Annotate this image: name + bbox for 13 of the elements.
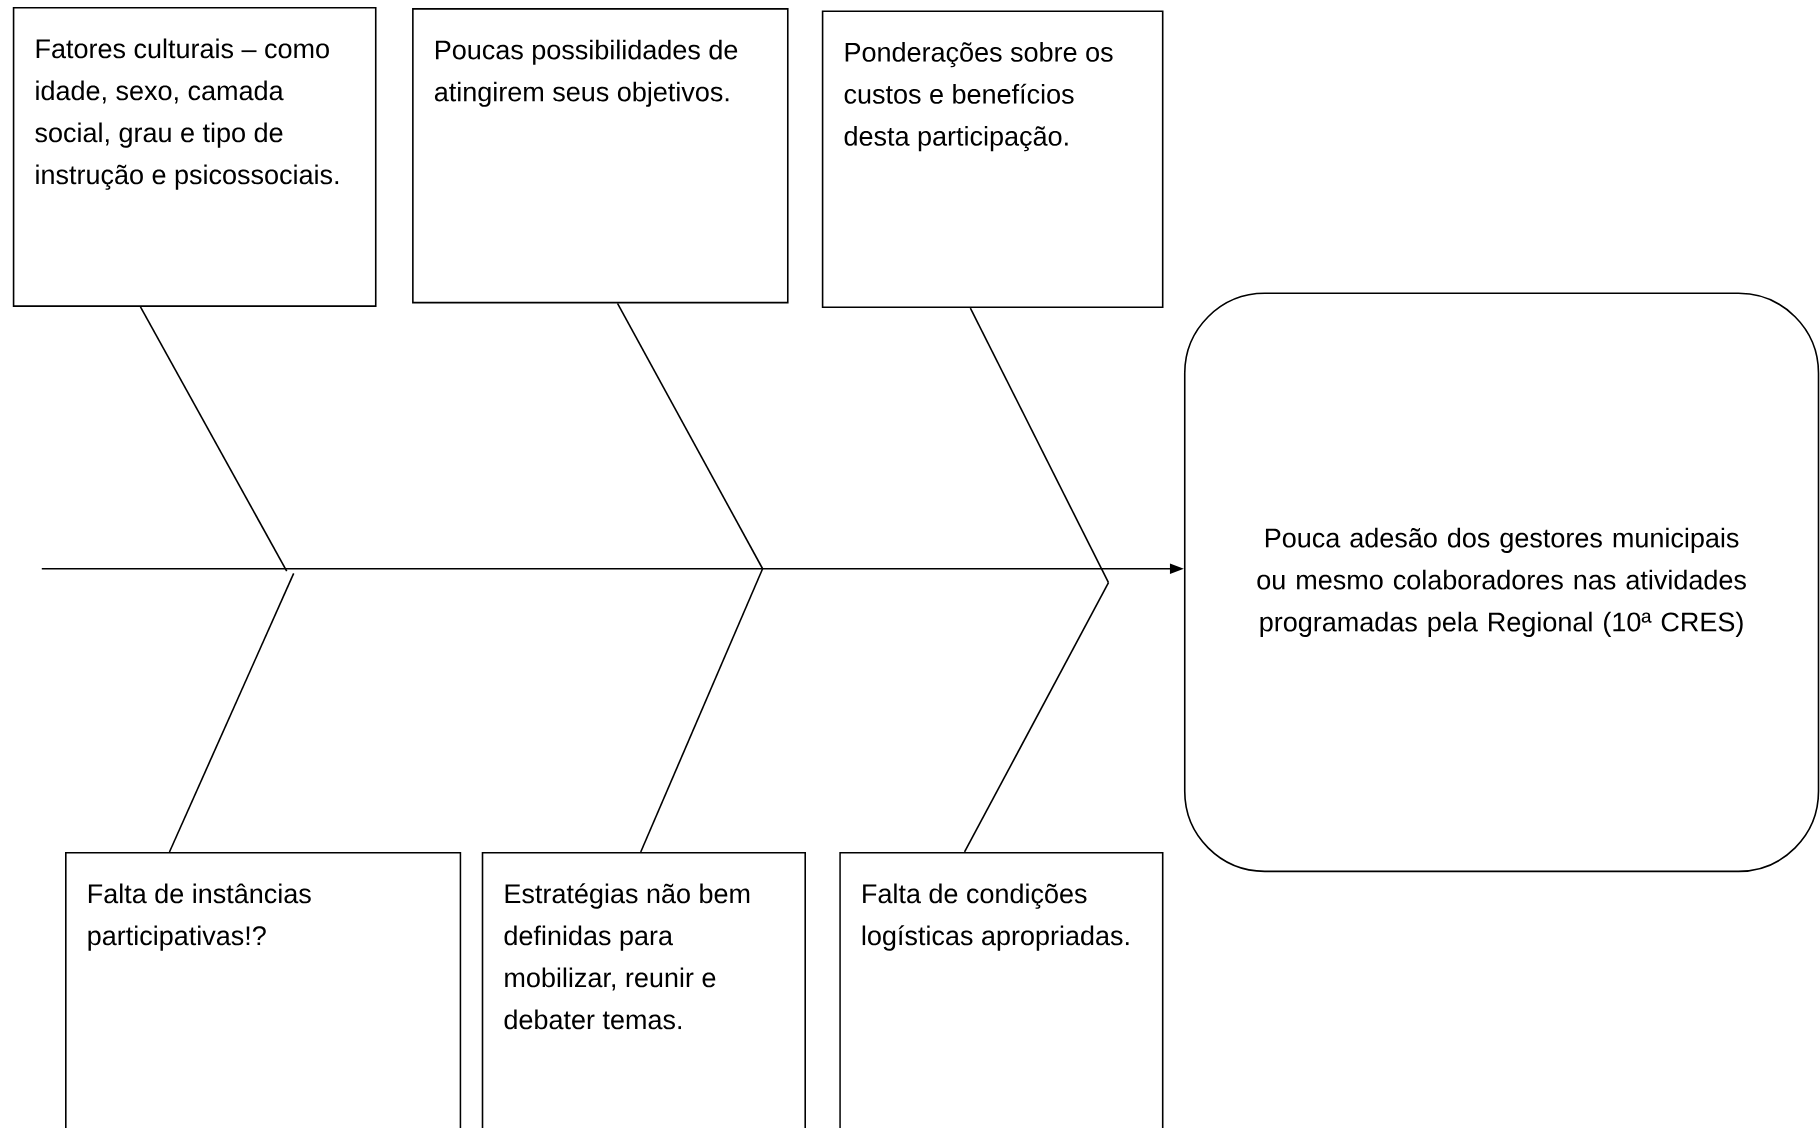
cause-box: Falta de condições logísticas apropriadas. bbox=[839, 851, 1164, 1128]
bone-line bbox=[139, 306, 288, 572]
bone-line bbox=[639, 567, 764, 853]
bone-line bbox=[969, 307, 1110, 584]
cause-box: Ponderações sobre os custos e benefícios desta participação. bbox=[821, 10, 1164, 309]
bone-line bbox=[168, 572, 295, 853]
bone-line bbox=[963, 581, 1110, 853]
effect-box: Pouca adesão dos gestores municipais ou mesmo colaboradores nas atividades programadas pela Regional (10ª CRES) bbox=[1183, 292, 1820, 873]
cause-box: Estratégias não bem definidas para mobilizar, reunir e debater temas. bbox=[481, 851, 806, 1128]
bone-line bbox=[616, 302, 764, 570]
cause-box: Falta de instâncias participativas!? bbox=[65, 851, 462, 1128]
cause-box: Fatores culturais – como idade, sexo, camada social, grau e tipo de instrução e psicossociais. bbox=[12, 6, 377, 307]
cause-box: Poucas possibilidades de atingirem seus objetivos. bbox=[412, 8, 789, 304]
